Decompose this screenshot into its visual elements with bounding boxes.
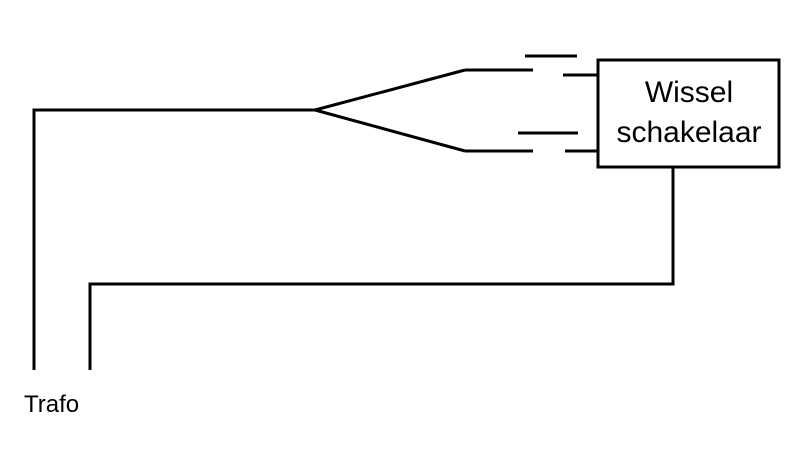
switch-box-label-line1: Wissel — [645, 76, 733, 109]
switch-box-label-line2: schakelaar — [616, 116, 761, 149]
branch-lower-wire — [314, 108, 466, 153]
switch-box — [596, 58, 781, 169]
trafo-label: Trafo — [24, 391, 79, 418]
return-wire — [88, 167, 675, 370]
branch-upper-wire — [314, 68, 466, 112]
feed-wire-left — [32, 108, 315, 370]
